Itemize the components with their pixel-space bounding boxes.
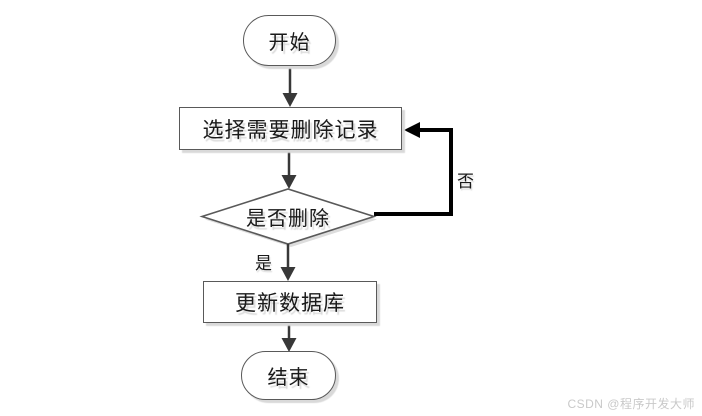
node-decision-label: 是否删除 — [246, 208, 330, 230]
node-start-label: 开始 — [268, 32, 311, 54]
edge-select-decision — [281, 150, 297, 189]
edge-decision-select-no — [374, 122, 453, 216]
edge-update-end — [281, 323, 297, 352]
node-end-label: 结束 — [267, 367, 310, 389]
node-select-records: 选择需要删除记录 — [179, 107, 402, 150]
node-update-database: 更新数据库 — [203, 281, 377, 323]
node-start: 开始 — [243, 15, 336, 66]
watermark-text: CSDN @程序开发大师 — [567, 397, 695, 411]
node-decision: 是否删除 — [202, 189, 374, 244]
edge-label-yes: 是 — [255, 254, 272, 273]
edge-decision-update-yes — [280, 244, 296, 281]
edge-start-select — [282, 66, 298, 107]
edge-label-no: 否 — [457, 172, 474, 191]
decision-diamond-shape — [199, 188, 377, 247]
node-end: 结束 — [241, 351, 336, 400]
node-update-database-label: 更新数据库 — [235, 291, 345, 315]
node-select-records-label: 选择需要删除记录 — [202, 117, 379, 142]
